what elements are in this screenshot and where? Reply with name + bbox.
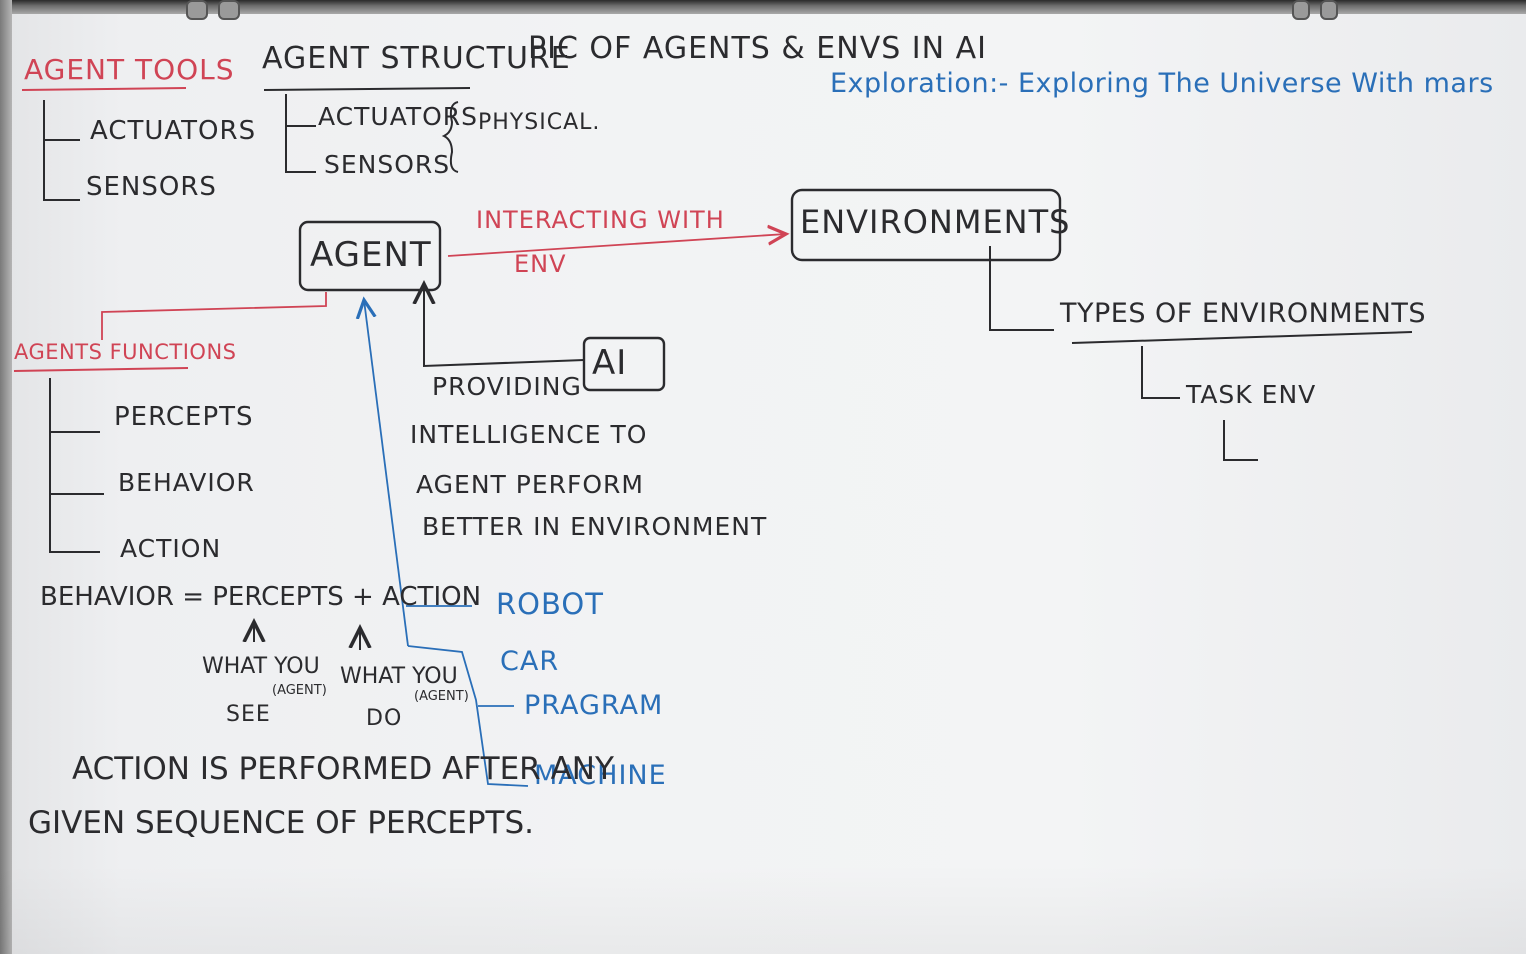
exploration-note: Exploration:- Exploring The Universe Wit… [830,68,1494,99]
ai-node-label: AI [592,343,628,383]
agent-tools-heading: AGENT TOOLS [24,53,235,86]
magnet-clip-icon [218,0,240,20]
ai-desc-line: PROVIDING [432,372,582,401]
formula-note-see-verb: SEE [226,702,271,727]
behavior-formula: BEHAVIOR = PERCEPTS + ACTION [40,582,482,612]
magnet-clip-icon [1320,0,1338,20]
ai-desc-line: BETTER IN ENVIRONMENT [422,512,768,541]
interaction-label-line2: ENV [514,250,567,278]
whiteboard-left-frame [0,0,12,954]
board-shading [0,864,1526,954]
pic-title: PIC OF AGENTS & ENVS IN AI [528,31,987,66]
agent-function-item: BEHAVIOR [118,468,255,497]
agent-tools-item: SENSORS [86,172,217,202]
formula-note-do-verb: DO [366,706,403,731]
interaction-label-line1: INTERACTING WITH [476,206,725,234]
conclusion-line1: ACTION IS PERFORMED AFTER ANY [72,751,614,787]
example-item: MACHINE [534,760,667,791]
agent-structure-item: SENSORS [324,150,451,179]
ai-desc-line: AGENT PERFORM [416,470,644,499]
example-item: CAR [500,646,560,677]
example-item: ROBOT [496,587,604,621]
agent-node-label: AGENT [310,235,432,275]
agent-structure-item: ACTUATORS [318,102,479,131]
task-env-label: TASK ENV [1186,380,1317,409]
types-of-environments: TYPES OF ENVIRONMENTS [1060,298,1426,329]
agent-function-item: PERCEPTS [114,402,254,432]
formula-note-see-agent: (AGENT) [272,683,327,698]
whiteboard-top-frame [0,0,1526,14]
formula-note-do: WHAT YOU [340,664,458,689]
agent-function-item: ACTION [120,534,222,563]
agent-structure-heading: AGENT STRUCTURE [262,41,571,76]
magnet-clip-icon [186,0,208,20]
physical-label: PHYSICAL. [478,110,601,135]
agent-tools-item: ACTUATORS [90,116,257,146]
conclusion-line2: GIVEN SEQUENCE OF PERCEPTS. [28,805,534,841]
example-item: PRAGRAM [524,690,664,721]
formula-note-do-agent: (AGENT) [414,689,469,704]
environments-node-label: ENVIRONMENTS [800,203,1071,241]
magnet-clip-icon [1292,0,1310,20]
agent-functions-heading: AGENTS FUNCTIONS [14,340,237,364]
formula-note-see: WHAT YOU [202,654,320,679]
ai-desc-line: INTELLIGENCE TO [410,420,648,449]
